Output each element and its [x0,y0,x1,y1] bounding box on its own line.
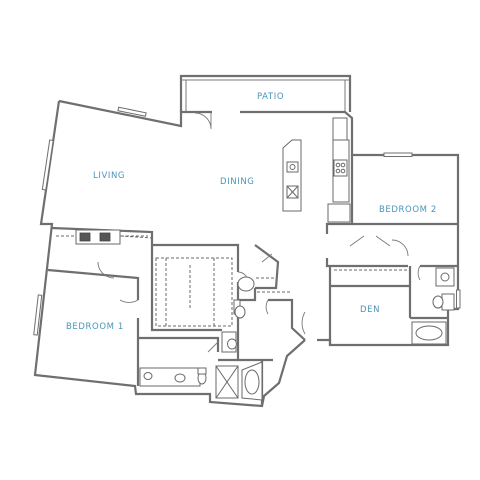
bedroom2-bath-fixtures [411,267,455,345]
laundry-fixtures [75,229,121,245]
label-living: LIVING [93,171,125,181]
label-den: DEN [360,305,380,315]
windows [33,106,461,336]
label-bedroom-1: BEDROOM 1 [66,322,124,332]
room-labels: PATIO LIVING DINING BEDROOM 2 BEDROOM 1 … [66,92,437,332]
label-bedroom-2: BEDROOM 2 [379,205,437,215]
closet-shelving [56,235,408,327]
patio-area [179,74,352,112]
master-bath-fixtures [139,276,263,401]
label-patio: PATIO [257,92,284,102]
kitchen-fixtures [282,117,351,223]
interior-walls [47,155,458,406]
label-dining: DINING [220,177,254,187]
